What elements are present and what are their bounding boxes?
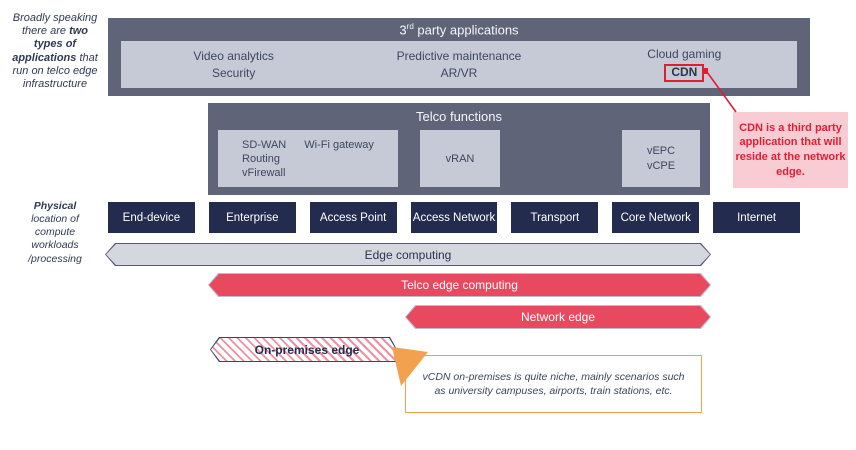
cpe-functions-grid: SD-WAN Wi-Fi gateway Routing vFirewall — [242, 139, 374, 179]
app-label: Cloud gaming — [647, 47, 722, 62]
cdn-highlight-chip: CDN — [664, 64, 705, 82]
function-label: Routing — [242, 152, 280, 165]
edge-computing-arrow: Edge computing — [105, 243, 711, 266]
vran-panel: vRAN — [420, 130, 500, 187]
applications-margin-note: Broadly speaking there are two types of … — [12, 12, 98, 91]
location-enterprise: Enterprise — [208, 202, 296, 233]
third-party-applications-box: 3rd party applications Video analytics S… — [108, 18, 810, 96]
function-label: vFirewall — [242, 166, 286, 179]
function-label: vCPE — [646, 160, 676, 172]
arrow-label: On-premises edge — [254, 342, 360, 357]
note-text: location of compute workloads /processin… — [28, 213, 82, 265]
title-text: party applications — [413, 22, 519, 38]
function-label: SD-WAN — [242, 138, 287, 151]
location-end-device: End-device — [108, 202, 195, 233]
location-access-network: Access Network — [410, 202, 498, 233]
location-transport: Transport — [511, 202, 599, 233]
note-bold-text: Physical — [33, 200, 77, 212]
note-text: that run on telco edge infrastructure — [12, 51, 98, 90]
location-access-point: Access Point — [309, 202, 397, 233]
arrow-label: Edge computing — [364, 247, 452, 262]
physical-location-row: End-device Enterprise Access Point Acces… — [108, 202, 801, 233]
arrow-label: Network edge — [520, 310, 596, 324]
cdn-callout-box: CDN is a third party application that wi… — [733, 112, 848, 188]
arrow-fill — [106, 244, 710, 265]
arrow-label: Telco edge computing — [401, 278, 518, 292]
app-label: Video analytics — [193, 49, 274, 63]
cpe-functions-panel: SD-WAN Wi-Fi gateway Routing vFirewall — [218, 130, 398, 187]
app-label: Predictive maintenance — [396, 49, 522, 63]
location-internet: Internet — [713, 202, 801, 233]
vepc-panel: vEPC vCPE — [622, 130, 700, 187]
arrow-fill — [209, 274, 710, 296]
app-label: AR/VR — [440, 66, 478, 80]
on-premises-edge-arrow: On-premises edge — [210, 337, 404, 362]
app-column-1: Video analytics Security — [121, 41, 346, 88]
note-bold-text: two types of applications — [12, 25, 89, 64]
telco-functions-title: Telco functions — [416, 109, 502, 124]
app-column-2: Predictive maintenance AR/VR — [346, 41, 571, 88]
third-party-apps-panel: Video analytics Security Predictive main… — [121, 41, 797, 88]
third-party-applications-title: 3rd party applications — [108, 22, 810, 37]
telco-edge-computing-arrow: Telco edge computing — [208, 273, 711, 297]
app-label: Security — [211, 66, 256, 80]
title-superscript: rd — [406, 22, 414, 31]
vcdn-note-box: vCDN on-premises is quite niche, mainly … — [405, 355, 702, 413]
telco-functions-box: Telco functions SD-WAN Wi-Fi gateway Rou… — [208, 103, 710, 195]
app-column-3: Cloud gaming CDN — [572, 41, 797, 88]
function-label: Wi-Fi gateway — [304, 138, 374, 151]
arrow-fill — [211, 338, 403, 361]
function-label: vRAN — [445, 152, 475, 165]
function-label: vEPC — [646, 145, 676, 157]
note-text: Broadly speaking there are — [12, 12, 98, 38]
network-edge-arrow: Network edge — [405, 305, 711, 329]
title-text: 3 — [399, 22, 407, 38]
location-core-network: Core Network — [612, 202, 700, 233]
arrow-fill — [406, 306, 710, 328]
